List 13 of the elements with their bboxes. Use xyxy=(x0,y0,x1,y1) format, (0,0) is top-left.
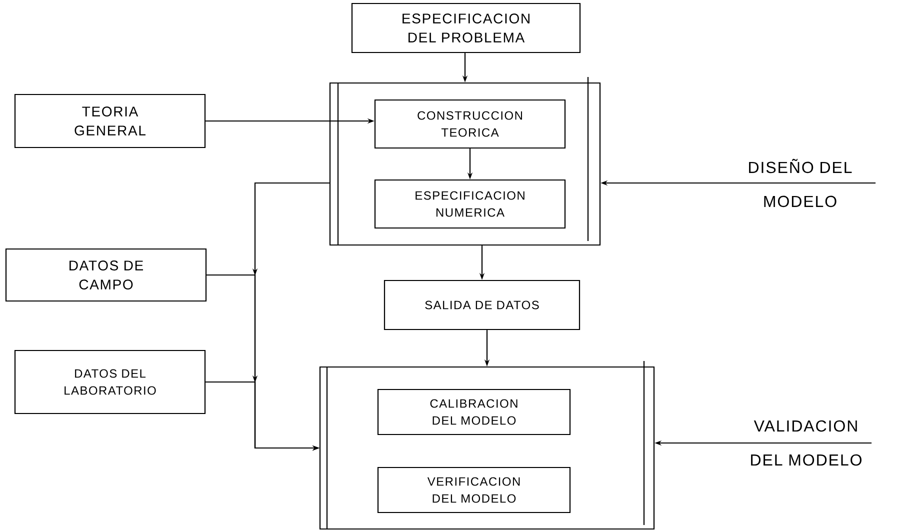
process-box: CONSTRUCCION TEORICA xyxy=(374,99,566,149)
process-box: CALIBRACION DEL MODELO xyxy=(377,388,571,436)
process-box: TEORIA GENERAL xyxy=(14,94,206,148)
process-box: ESPECIFICACION DEL PROBLEMA xyxy=(351,2,581,54)
process-box: DATOS DEL LABORATORIO xyxy=(14,350,206,414)
process-box: SALIDA DE DATOS xyxy=(384,280,580,330)
stage-label: VALIDACION DEL MODELO xyxy=(751,420,862,466)
group-frame xyxy=(319,361,655,530)
process-box: VERIFICACION DEL MODELO xyxy=(377,466,571,514)
stage-label: DISEÑO DEL MODELO xyxy=(749,158,852,208)
group-frame xyxy=(329,77,601,246)
process-box: ESPECIFICACION NUMERICA xyxy=(374,179,566,229)
process-box: DATOS DE CAMPO xyxy=(5,248,207,302)
